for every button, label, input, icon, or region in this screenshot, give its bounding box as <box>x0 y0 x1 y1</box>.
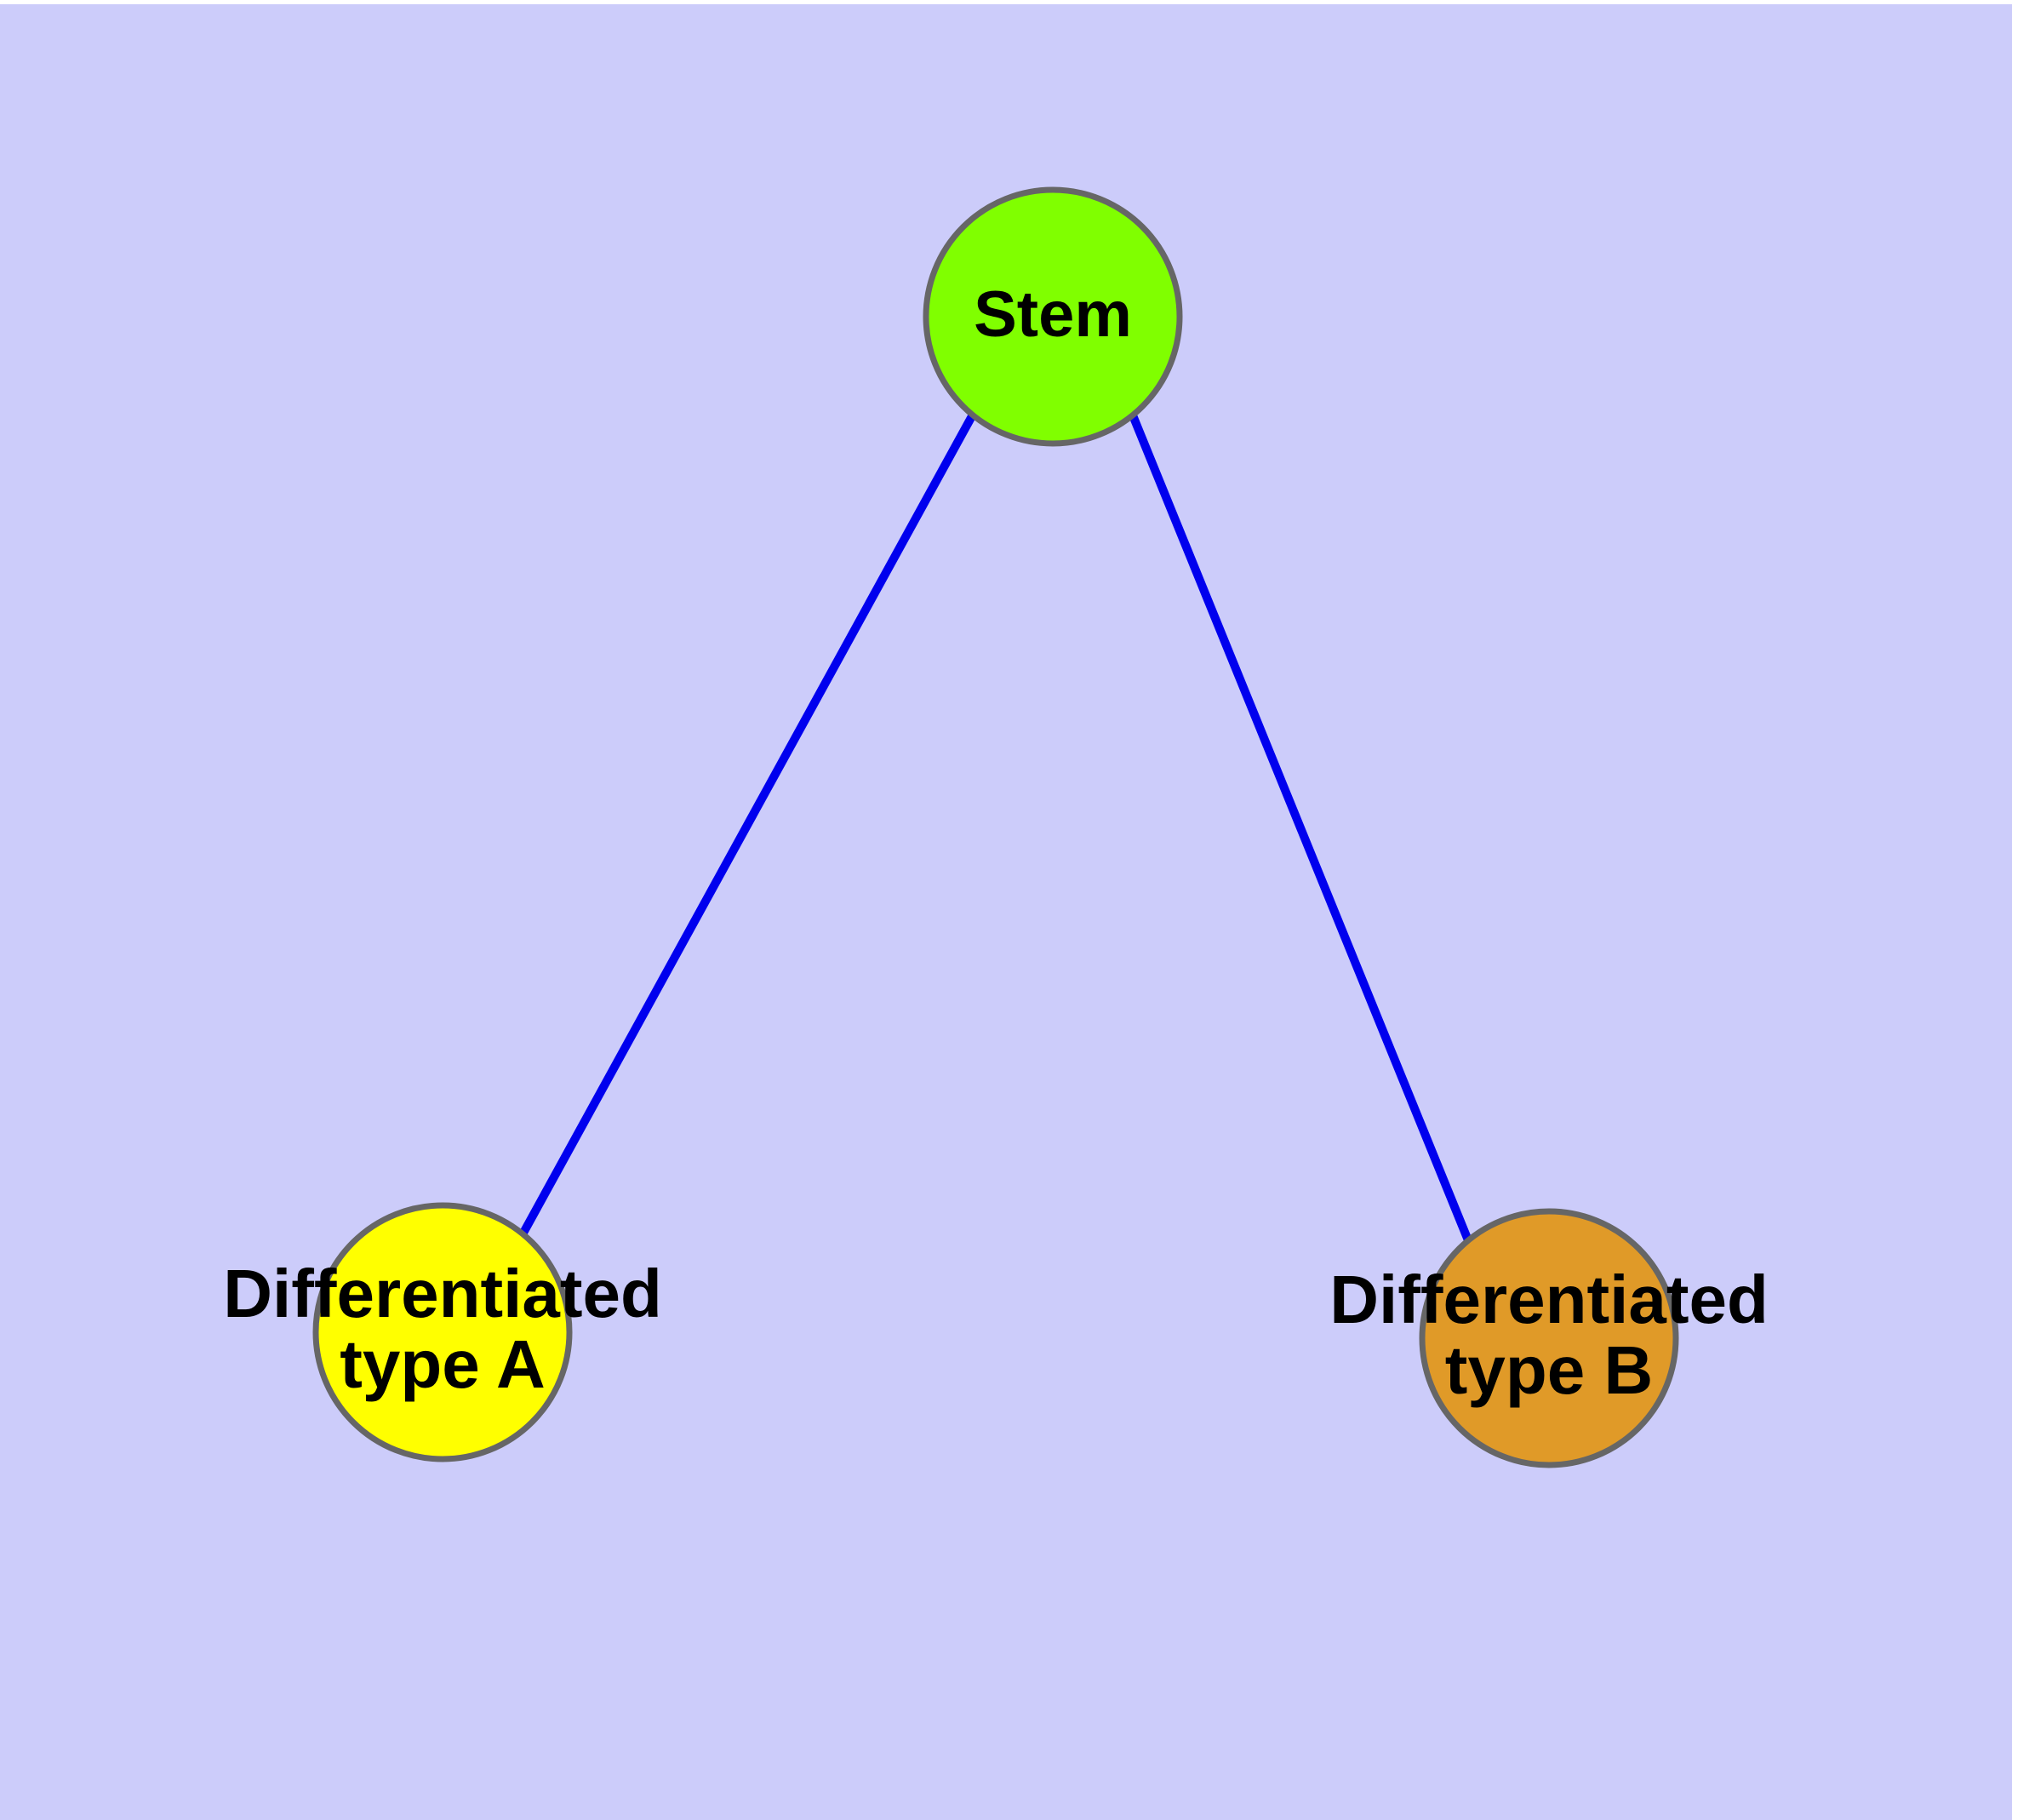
node-layer <box>312 186 1679 1468</box>
graph-svg <box>312 186 1679 1468</box>
edge-stem-diff-a[interactable] <box>518 412 977 1237</box>
node-diff-b[interactable] <box>1419 1208 1679 1468</box>
node-stem[interactable] <box>923 186 1183 447</box>
node-diff-a[interactable] <box>312 1202 573 1462</box>
graph-plot-area: Stem Differentiated type A Differentiate… <box>0 4 2012 1820</box>
edge-stem-diff-b[interactable] <box>1129 414 1472 1242</box>
edge-layer <box>518 412 1472 1242</box>
